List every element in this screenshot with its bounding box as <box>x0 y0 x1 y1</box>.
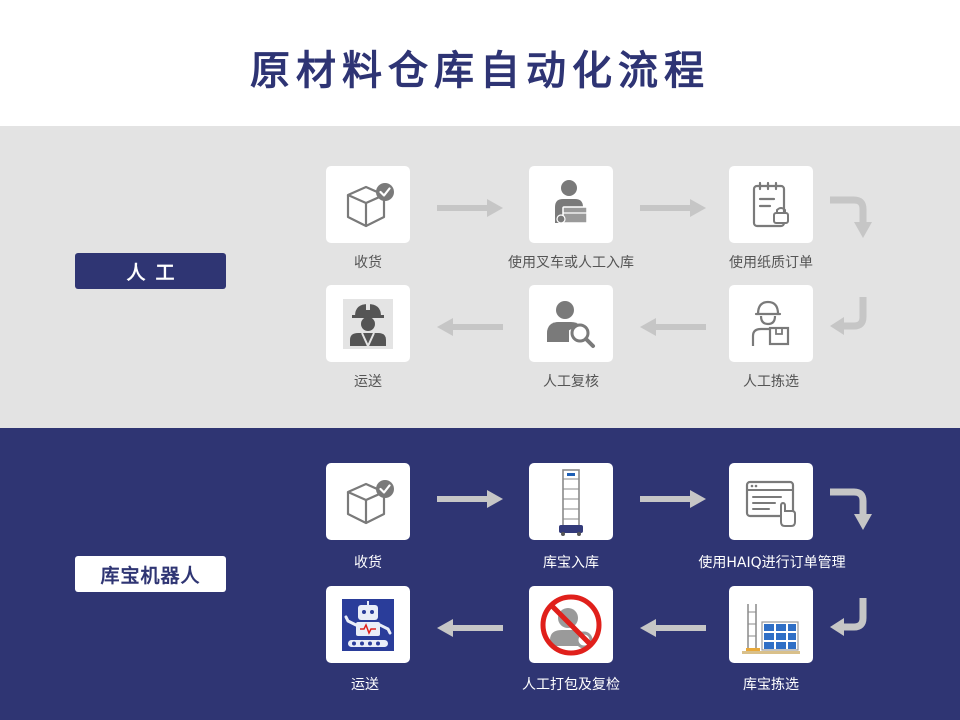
manual-step-picking-label: 人工拣选 <box>743 374 799 390</box>
arrow-turn-left-icon <box>830 297 867 335</box>
arrow-right-icon <box>640 199 706 217</box>
box-check-icon <box>346 479 394 524</box>
robot-step-delivery-tile <box>326 586 410 663</box>
manual-step-receive-label: 收货 <box>354 255 382 271</box>
robot-step-picking-label: 库宝拣选 <box>743 677 799 693</box>
manual-step-review-tile <box>529 285 613 362</box>
robot-conveyor-icon <box>342 598 394 651</box>
page-title: 原材料仓库自动化流程 <box>250 48 710 94</box>
arrow-turn-down-icon <box>830 488 872 530</box>
no-person-icon <box>540 594 602 655</box>
robot-badge: 库宝机器人 <box>75 556 226 592</box>
manual-step-delivery-label: 运送 <box>354 374 382 390</box>
manual-step-putaway-label: 使用叉车或人工入库 <box>508 255 634 271</box>
arrow-left-icon <box>640 619 706 637</box>
manual-step-putaway-tile <box>529 166 613 243</box>
arrow-right-icon <box>437 490 503 508</box>
robot-step-pack-review-label: 人工打包及复检 <box>522 677 620 693</box>
robot-step-pack-review-tile <box>529 586 613 663</box>
arrow-turn-down-icon <box>830 196 872 238</box>
arrow-turn-left-icon <box>830 598 867 636</box>
robot-step-putaway-tile <box>529 463 613 540</box>
robot-step-receive-label: 收货 <box>354 555 382 571</box>
manual-step-paper-order-label: 使用纸质订单 <box>729 255 813 271</box>
box-check-icon <box>346 182 394 227</box>
browser-click-icon <box>745 480 796 527</box>
arrow-right-icon <box>437 199 503 217</box>
manual-step-delivery-tile <box>326 285 410 362</box>
robot-step-delivery-label: 运送 <box>351 677 379 693</box>
haipick-robot-icon <box>559 468 583 536</box>
robot-shelves-icon <box>742 603 800 654</box>
arrow-left-icon <box>437 619 503 637</box>
robot-step-order-mgmt-label: 使用HAIQ进行订单管理 <box>698 555 846 571</box>
robot-step-receive-tile <box>326 463 410 540</box>
worker-carry-box-icon <box>555 179 588 224</box>
construction-worker-icon <box>343 298 393 349</box>
manual-step-receive-tile <box>326 166 410 243</box>
arrow-left-icon <box>437 318 503 336</box>
manual-badge: 人工 <box>75 253 226 289</box>
person-magnifier-icon <box>547 300 595 348</box>
arrow-right-icon <box>640 490 706 508</box>
paper-clipboard-icon <box>752 181 789 227</box>
worker-picking-icon <box>751 300 790 346</box>
manual-step-paper-order-tile <box>729 166 813 243</box>
robot-step-picking-tile <box>729 586 813 663</box>
manual-step-picking-tile <box>729 285 813 362</box>
robot-step-order-mgmt-tile <box>729 463 813 540</box>
arrow-left-icon <box>640 318 706 336</box>
manual-step-review-label: 人工复核 <box>543 374 599 390</box>
robot-step-putaway-label: 库宝入库 <box>543 555 599 571</box>
